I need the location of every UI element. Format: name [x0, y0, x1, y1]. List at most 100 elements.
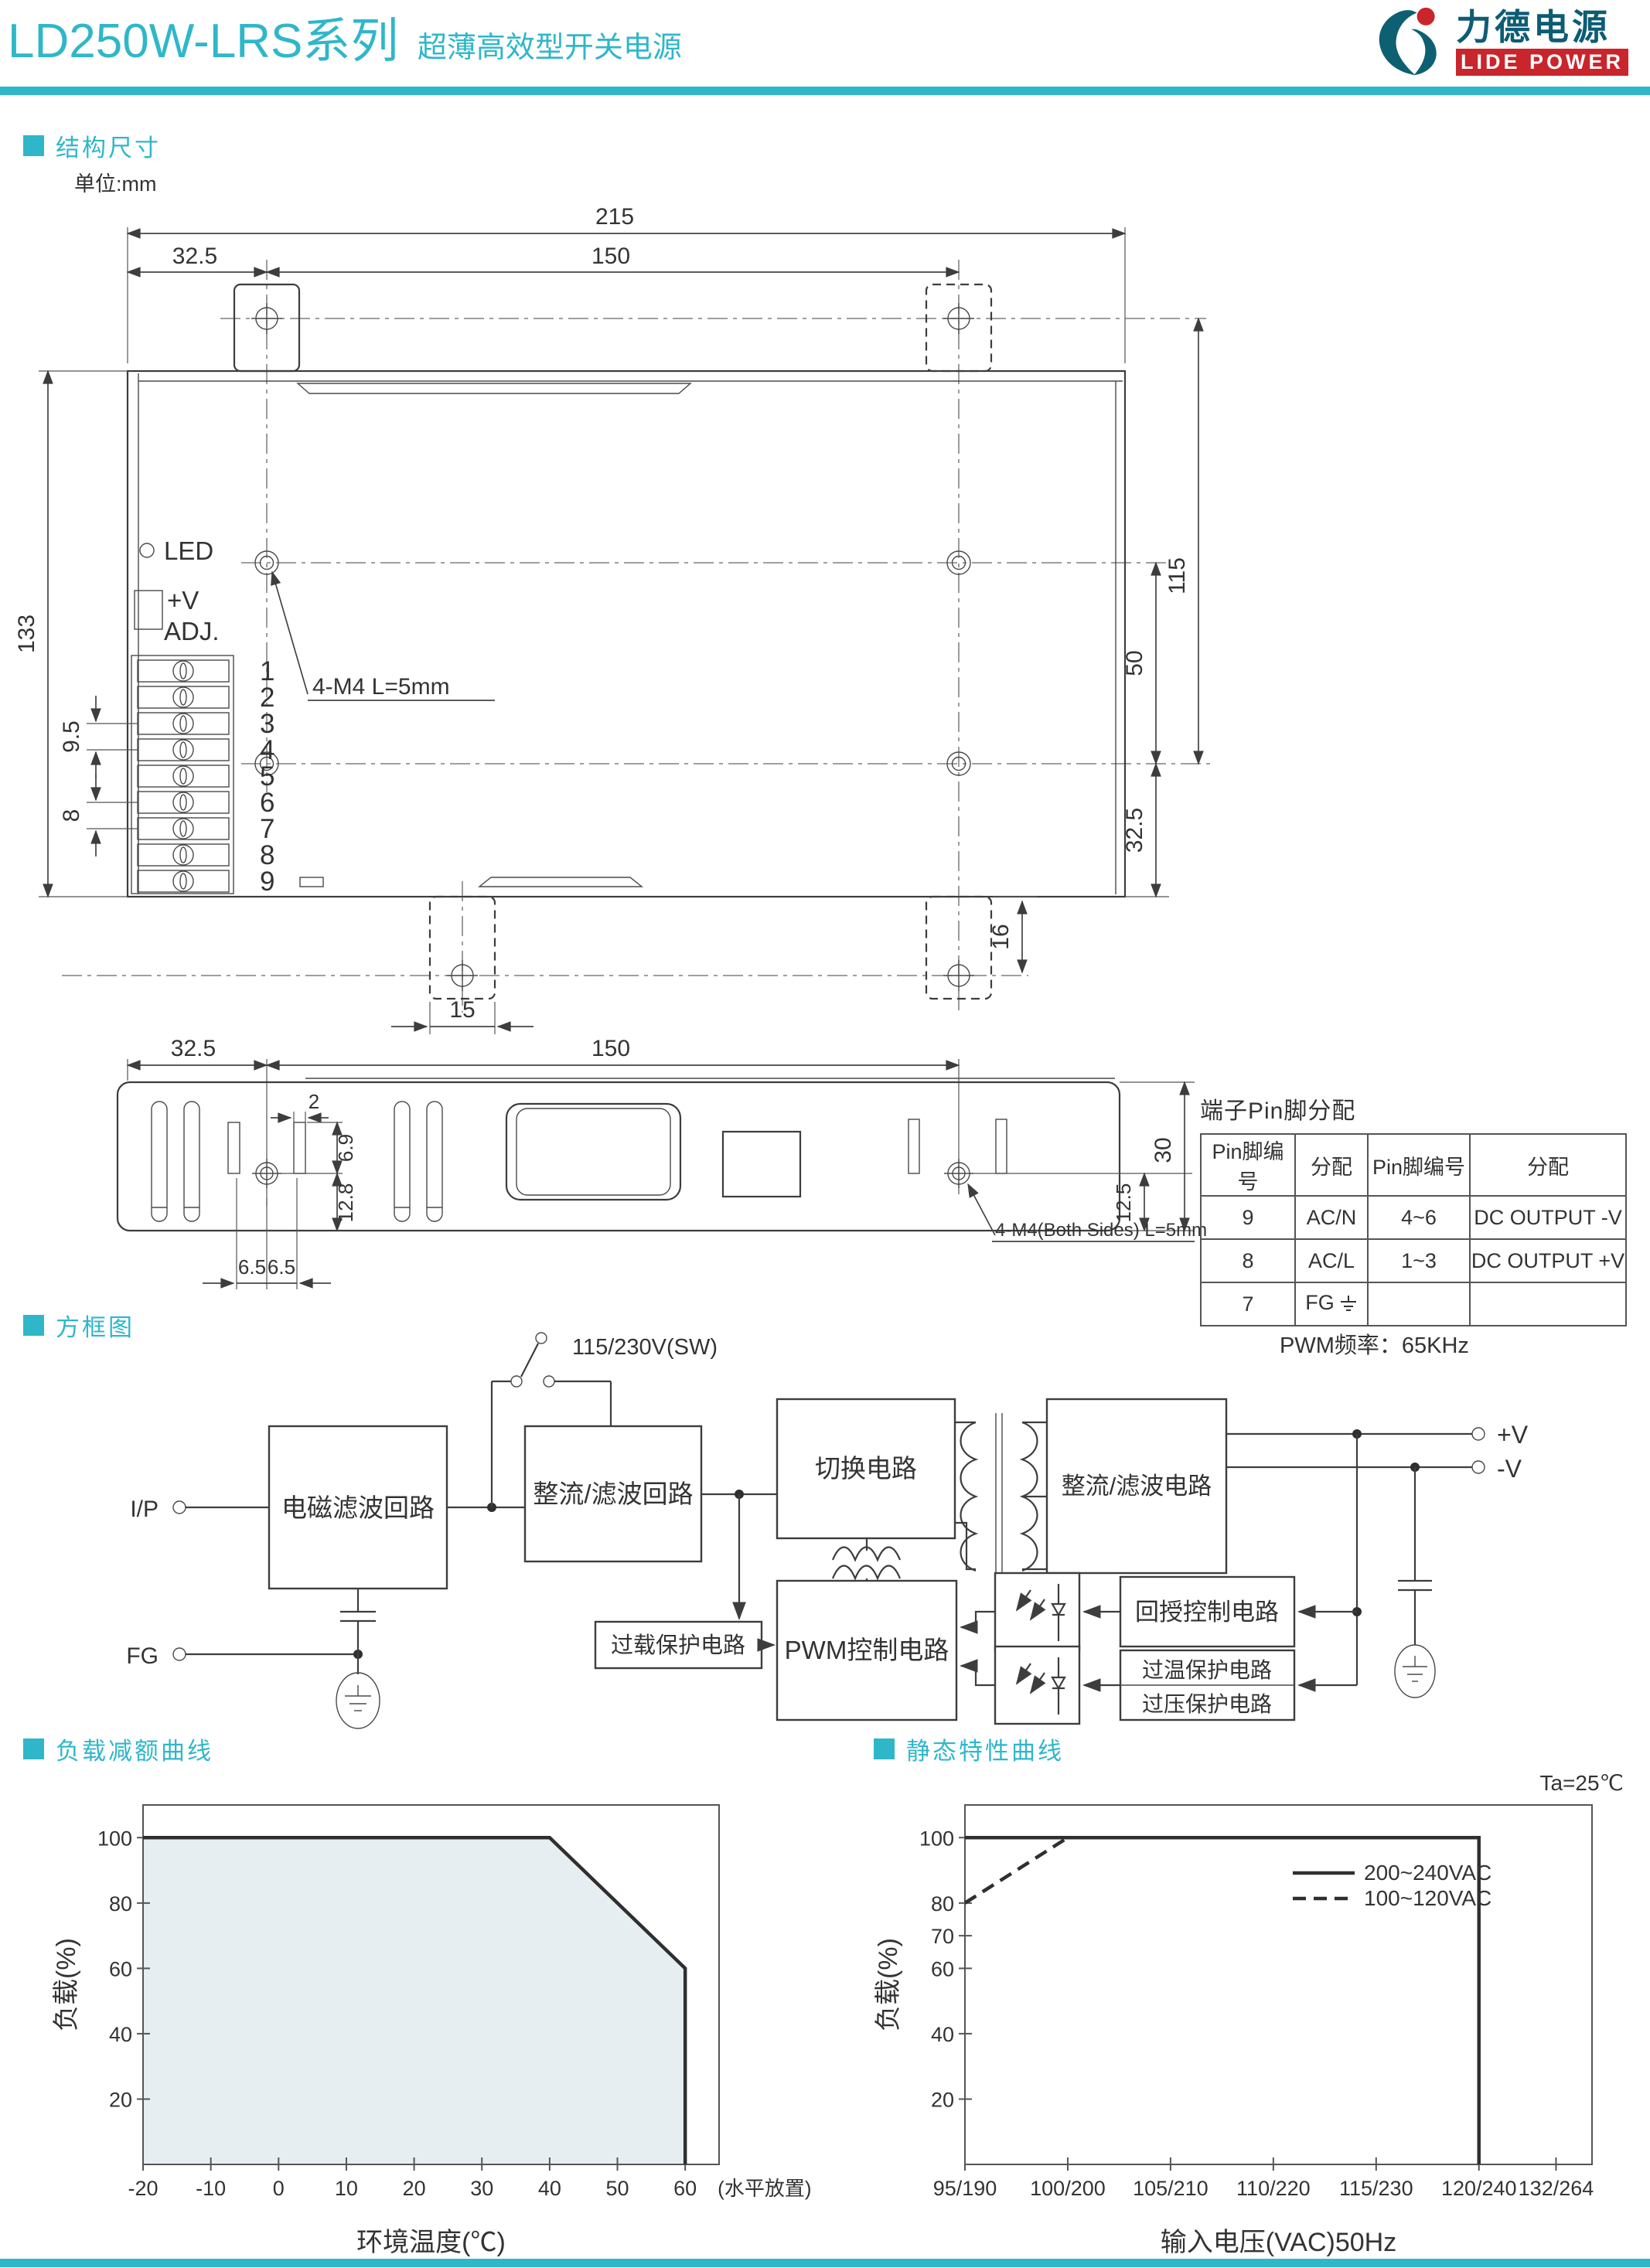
- series-100-120VAC: [963, 1836, 1069, 1905]
- earth-icon: [1339, 1293, 1358, 1317]
- section-title: 方框图: [56, 1314, 135, 1341]
- dim-label: 12.8: [334, 1183, 357, 1223]
- y-tick-label: 100: [97, 1827, 132, 1850]
- dim-label: 6.5: [238, 1255, 266, 1279]
- terminal-number: 4: [260, 735, 274, 765]
- output-neg-label: -V: [1497, 1455, 1522, 1483]
- block-label: 过温保护电路: [1142, 1658, 1272, 1682]
- col-header: 分配: [1294, 1133, 1369, 1197]
- pin-assign: DC OUTPUT -V: [1469, 1195, 1627, 1240]
- pin-table-block: 端子Pin脚分配 Pin脚编号 分配 Pin脚编号 分配 9 AC/N 4~6 …: [1200, 1091, 1627, 1326]
- company-logo: 力德电源 LIDE POWER: [1372, 5, 1628, 80]
- x-tick-label: 10: [335, 2177, 358, 2200]
- dim-label: 6.5: [268, 1255, 295, 1279]
- x-axis-note: (水平放置): [718, 2177, 811, 2200]
- x-tick-label: -10: [196, 2177, 226, 2200]
- table-row: 7 FG: [1200, 1282, 1627, 1326]
- x-tick-label: 132/264: [1519, 2177, 1594, 2200]
- page-header: LD250W-LRS系列 超薄高效型开关电源: [8, 2, 682, 71]
- col-header: Pin脚编号: [1200, 1133, 1296, 1197]
- plot-border: [964, 1804, 1593, 2165]
- mounting-holes: [254, 550, 971, 776]
- terminal-block: 1 2 3 4 5 6 7 8 9: [131, 655, 274, 897]
- chart-corner-note: Ta=25℃: [1539, 1771, 1624, 1795]
- pin-assign: AC/L: [1294, 1238, 1369, 1283]
- x-tick-label: -20: [128, 2177, 158, 2200]
- optocoupler-icon: [995, 1647, 1079, 1724]
- section-structure: 结构尺寸: [23, 128, 161, 163]
- pin-assign: AC/N: [1294, 1195, 1369, 1240]
- dim-label: 6.9: [334, 1134, 357, 1162]
- dim-label: 32.5: [171, 1036, 216, 1061]
- optocoupler-icon: [995, 1573, 1079, 1650]
- dim-label: 30: [1151, 1137, 1176, 1163]
- pin-assign: FG: [1294, 1282, 1369, 1326]
- x-axis-label: 输入电压(VAC)50Hz: [1161, 2228, 1396, 2257]
- m4-note: 4-M4 L=5mm: [312, 674, 450, 700]
- section-block-diagram: 方框图: [23, 1308, 135, 1343]
- series-area: [143, 1837, 686, 2164]
- y-tick-label: 60: [931, 1957, 954, 1980]
- x-tick-label: 50: [606, 2177, 629, 2200]
- block-label: 电磁滤波回路: [281, 1493, 435, 1522]
- section-title: 结构尺寸: [56, 135, 161, 162]
- table-header-row: Pin脚编号 分配 Pin脚编号 分配: [1200, 1133, 1627, 1197]
- dim-label: 115: [1164, 557, 1190, 594]
- unit-note: 单位:mm: [74, 172, 157, 196]
- page-title: LD250W-LRS系列: [8, 15, 399, 68]
- pin-assign: DC OUTPUT +V: [1469, 1238, 1627, 1283]
- section-bullet: [874, 1738, 895, 1759]
- y-axis-label: 负载(%): [52, 1938, 81, 2031]
- fg-terminal-label: FG: [126, 1643, 159, 1669]
- block-label: 过压保护电路: [1142, 1692, 1272, 1716]
- dim-label: 133: [14, 615, 39, 653]
- series-200-240VAC: [965, 1836, 1481, 2164]
- pin-number: [1367, 1282, 1471, 1326]
- pwm-frequency-note: PWM频率：65KHz: [1280, 1333, 1469, 1358]
- col-header: 分配: [1469, 1133, 1627, 1197]
- section-title: 静态特性曲线: [906, 1738, 1064, 1765]
- side-view-drawing: 32.5 150 2 6.9 12.8: [116, 1036, 1207, 1289]
- block-label: 切换电路: [815, 1454, 917, 1483]
- plot-border: [142, 1804, 720, 2165]
- pin-table-title: 端子Pin脚分配: [1200, 1098, 1356, 1124]
- adj-pot-label: +V: [167, 586, 199, 615]
- x-tick-label: 20: [403, 2177, 426, 2200]
- dim-label: 8: [59, 809, 84, 822]
- pin-number: 7: [1200, 1282, 1296, 1326]
- led-label: LED: [164, 536, 213, 565]
- x-axis-label: 环境温度(℃): [356, 2228, 506, 2257]
- section-bullet: [23, 1315, 44, 1336]
- y-tick-label: 20: [931, 2088, 954, 2111]
- terminal-number: 6: [260, 788, 274, 818]
- x-tick-label: 115/230: [1339, 2177, 1413, 2200]
- col-header: Pin脚编号: [1367, 1133, 1471, 1197]
- dim-label: 2: [309, 1090, 319, 1113]
- legend-label: 100~120VAC: [1364, 1886, 1491, 1910]
- section-bullet: [23, 135, 44, 156]
- m4-note-side: 4-M4(Both Sides) L=5mm: [995, 1220, 1207, 1241]
- terminal-number: 1: [260, 656, 274, 686]
- dim-label: 32.5: [1122, 808, 1147, 853]
- y-tick-label: 80: [931, 1892, 954, 1916]
- dim-label: 215: [595, 204, 634, 230]
- x-tick-label: 0: [273, 2177, 285, 2200]
- y-axis-label: 负载(%): [874, 1938, 903, 2031]
- y-tick-label: 20: [109, 2088, 132, 2111]
- terminal-number: 3: [260, 709, 274, 739]
- dim-label: 12.5: [1112, 1183, 1135, 1223]
- block-label: 整流/滤波回路: [533, 1480, 693, 1508]
- pin-assign: [1469, 1282, 1627, 1326]
- page-subtitle: 超薄高效型开关电源: [417, 32, 682, 64]
- legend-label: 200~240VAC: [1364, 1861, 1491, 1885]
- x-tick-label: 40: [538, 2177, 561, 2200]
- dim-label: 9.5: [59, 720, 84, 753]
- top-view-drawing: 215 32.5 150 4-M4 L=5mm: [14, 204, 1210, 1034]
- table-row: 9 AC/N 4~6 DC OUTPUT -V: [1200, 1195, 1627, 1240]
- section-title: 负载减额曲线: [56, 1738, 213, 1765]
- adj-label: ADJ.: [164, 617, 220, 645]
- terminal-number: 5: [260, 761, 274, 792]
